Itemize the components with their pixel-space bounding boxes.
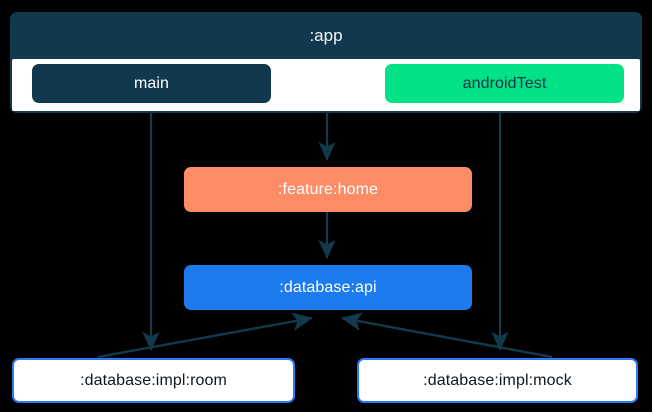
- node-feature-home[interactable]: :feature:home: [184, 167, 472, 212]
- node-androidtest[interactable]: androidTest: [385, 64, 624, 103]
- node-database-impl-room[interactable]: :database:impl:room: [12, 358, 295, 403]
- edge-database-impl-mock-to-database-api: [341, 312, 553, 359]
- node-database-impl-mock[interactable]: :database:impl:mock: [357, 358, 638, 403]
- cluster-app-label: :app: [309, 25, 343, 45]
- edge-database-impl-room-to-database-api: [97, 312, 313, 359]
- node-main[interactable]: main: [32, 64, 271, 103]
- node-database-api[interactable]: :database:api: [184, 265, 472, 310]
